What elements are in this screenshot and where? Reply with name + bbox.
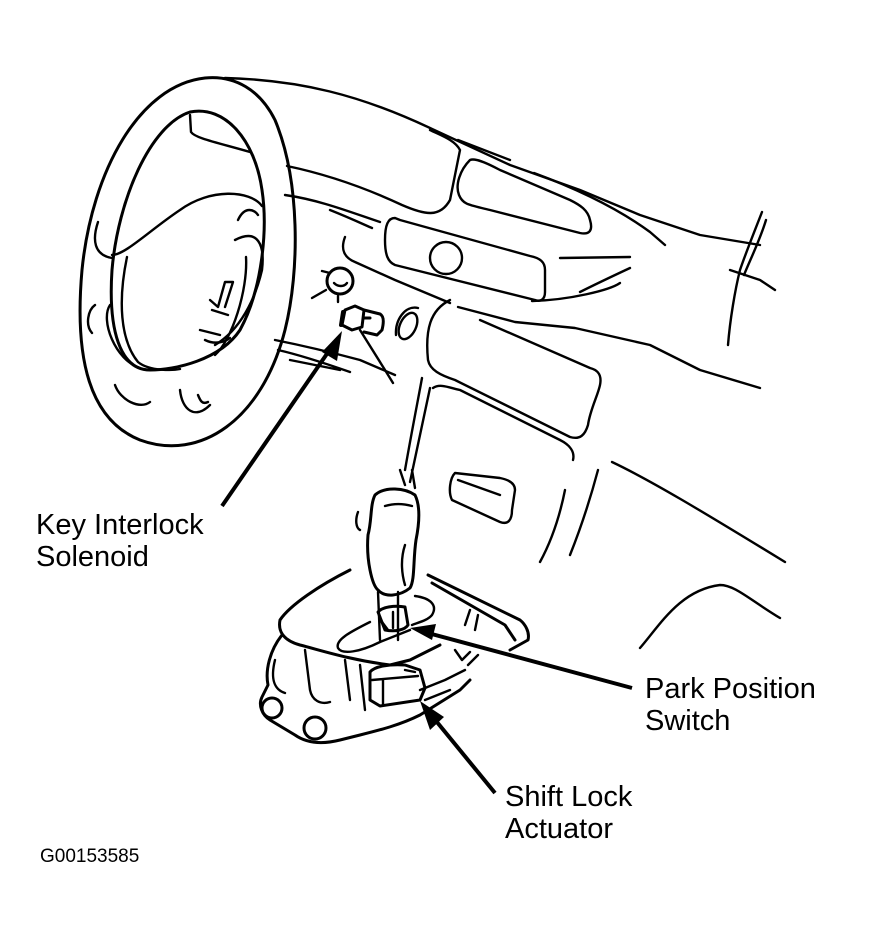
ignition-cylinder-ring: [325, 266, 355, 296]
lower-dash-panel: [426, 298, 602, 439]
dash-knob-outer: [394, 306, 420, 337]
shift-gate-slot: [336, 620, 412, 654]
steering-wheel-rim-inner: [109, 109, 266, 372]
solenoid-bracket: [358, 328, 395, 385]
steering-wheel: [78, 76, 297, 448]
label-key-interlock-solenoid-line2: Solenoid: [36, 541, 149, 573]
arrow-park-position-switch: [427, 631, 633, 690]
arrowhead-shift-lock-actuator: [420, 701, 444, 730]
center-stack-frame: [403, 376, 575, 484]
storage-pocket: [448, 471, 517, 524]
label-park-position-switch-line1: Park Position: [645, 673, 816, 705]
dash-right-edge: [726, 210, 777, 347]
steering-wheel-buttons: [198, 280, 235, 344]
shift-lever-console: [258, 568, 530, 744]
dash-left-lower: [273, 338, 397, 377]
shift-lock-actuator-body: [368, 663, 427, 708]
shift-lever: [355, 468, 421, 642]
park-position-switch-body: [376, 604, 410, 633]
label-shift-lock-actuator-line2: Actuator: [505, 813, 613, 845]
steering-wheel-rim-outer: [78, 76, 297, 448]
shift-knob: [366, 487, 421, 597]
steering-wheel-lower-spoke: [113, 383, 212, 414]
console-right-rail-detail: [453, 608, 480, 667]
steering-wheel-spoke-right: [213, 208, 264, 357]
steering-wheel-hub: [110, 192, 264, 372]
label-shift-lock-actuator-line1: Shift Lock: [505, 781, 633, 813]
shift-gate-curve: [410, 594, 436, 627]
shift-lock-actuator-detail: [370, 668, 420, 706]
steering-wheel-spoke-top: [188, 113, 252, 154]
dash-upper-line: [285, 128, 462, 215]
mounting-hole-left: [260, 696, 284, 720]
console-base-ribs: [271, 648, 367, 712]
console-top-plate: [278, 568, 442, 667]
center-stack-lower: [538, 460, 787, 564]
console-base: [258, 633, 472, 744]
label-park-position-switch: Park Position Switch: [645, 673, 816, 737]
dash-lower-curve: [638, 583, 782, 650]
figure-id: G00153585: [40, 846, 140, 867]
steering-wheel-spoke-left: [86, 220, 142, 370]
dash-mid-line: [456, 305, 762, 390]
callout-arrows: [220, 331, 633, 795]
label-park-position-switch-line2: Switch: [645, 705, 731, 737]
instrument-panel: [223, 76, 787, 650]
ignition-key-cylinder: [310, 266, 420, 385]
label-shift-lock-actuator: Shift Lock Actuator: [505, 781, 632, 845]
label-key-interlock-solenoid-line1: Key Interlock: [36, 509, 204, 541]
mounting-hole-center: [302, 715, 328, 741]
shift-lever-upper-shaft: [398, 468, 417, 490]
dash-knob: [397, 311, 419, 341]
console-right-rail: [426, 573, 530, 652]
center-vent-left: [456, 158, 593, 235]
dash-top-edge: [223, 76, 762, 247]
center-console-left-edge: [341, 235, 452, 305]
arrow-key-interlock-solenoid: [220, 343, 335, 508]
console-base-right: [418, 668, 467, 702]
ignition-cylinder-mount: [310, 269, 340, 304]
key-interlock-solenoid-edge: [339, 310, 345, 327]
label-key-interlock-solenoid: Key Interlock Solenoid: [36, 509, 204, 573]
radio-panel: [383, 216, 547, 302]
dash-center-accent: [530, 255, 632, 303]
key-interlock-solenoid-body: [340, 304, 366, 332]
key-interlock-connector: [362, 308, 385, 337]
shift-knob-highlight: [355, 502, 414, 587]
park-position-switch-detail: [380, 610, 395, 632]
arrowhead-park-position-switch: [410, 624, 436, 640]
ignition-cylinder-slot: [332, 281, 349, 288]
radio-knob: [428, 240, 464, 276]
dash-upper-curve: [456, 138, 667, 247]
arrowhead-key-interlock-solenoid: [322, 331, 342, 361]
dash-cluster-hood: [283, 193, 382, 230]
arrow-shift-lock-actuator: [430, 714, 497, 795]
